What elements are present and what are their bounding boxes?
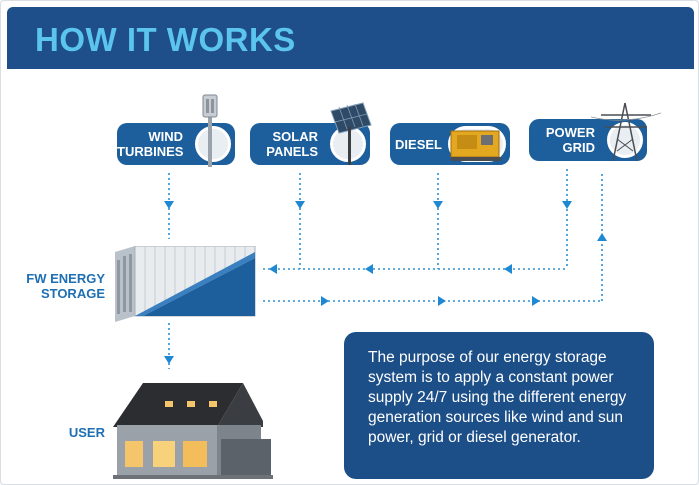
arrow-input-3 (269, 264, 277, 274)
arrow-diesel-down (433, 201, 443, 209)
arrow-input-2 (365, 264, 373, 274)
storage-label: FW ENERGY STORAGE (15, 271, 105, 301)
arrow-solar-down (295, 201, 305, 209)
arrow-output-2 (438, 296, 446, 306)
storage-label-line2: STORAGE (40, 286, 105, 301)
source-power-grid: POWER GRID (529, 119, 647, 161)
solar-panel-icon (330, 102, 372, 165)
source-wind-turbines: WIND TURBINES (117, 123, 235, 165)
shipping-container-image (115, 246, 256, 322)
header-banner: HOW IT WORKS (7, 7, 694, 69)
storage-label-line1: FW ENERGY (26, 271, 105, 286)
house-image (113, 383, 273, 479)
source-label-line1: DIESEL (395, 136, 442, 152)
source-label-line1: POWER (545, 125, 595, 140)
diesel-generator-icon (450, 130, 501, 161)
source-label-line1: SOLAR (272, 129, 319, 144)
info-text: The purpose of our energy storage system… (368, 349, 627, 446)
page-title: HOW IT WORKS (35, 21, 296, 58)
arrow-wind-down (164, 201, 174, 209)
source-label-line1: WIND (148, 129, 183, 144)
arrow-output-1 (321, 296, 329, 306)
power-pylon-icon (591, 102, 661, 162)
arrow-input-1 (504, 264, 512, 274)
arrow-grid-down (562, 201, 572, 209)
user-label: USER (68, 425, 105, 440)
arrow-grid-up (597, 233, 607, 241)
info-box: The purpose of our energy storage system… (344, 332, 654, 479)
arrow-output-3 (532, 296, 540, 306)
source-label-line2: TURBINES (117, 144, 184, 159)
source-label-line2: GRID (562, 140, 596, 155)
source-label-line2: PANELS (266, 144, 318, 159)
wind-turbine-icon (202, 94, 218, 167)
arrow-user-down (164, 356, 174, 364)
